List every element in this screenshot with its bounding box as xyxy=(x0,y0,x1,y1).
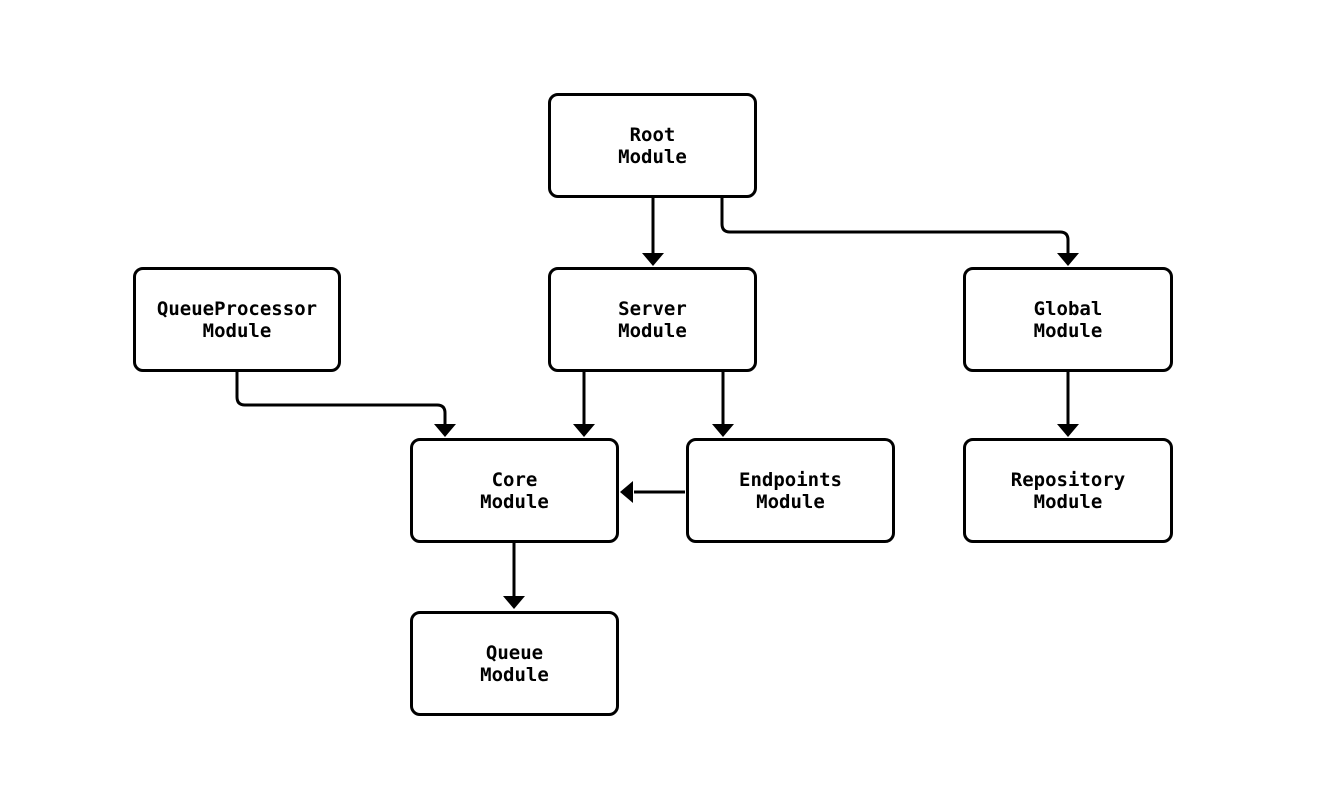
node-queue-module: Queue Module xyxy=(410,611,619,716)
node-queue-label-line2: Module xyxy=(480,663,549,686)
edge-root-to-global xyxy=(720,197,1070,254)
arrowhead-server-to-endpoints xyxy=(712,424,734,437)
arrowhead-core-to-queue xyxy=(503,596,525,609)
node-global-module: Global Module xyxy=(963,267,1173,372)
node-endpoints-label-line1: Endpoints xyxy=(739,468,842,491)
node-core-label-line2: Module xyxy=(480,490,549,513)
arrowhead-endpoints-to-core xyxy=(620,481,633,503)
node-queueprocessor-label-line2: Module xyxy=(202,319,272,342)
node-repository-label-line1: Repository xyxy=(1010,468,1126,491)
arrowhead-queueprocessor-to-core xyxy=(434,424,456,437)
arrowhead-root-to-server xyxy=(642,253,664,266)
node-global-label-line2: Module xyxy=(1033,319,1103,342)
node-server-label-line1: Server xyxy=(618,297,687,320)
node-server-label-line2: Module xyxy=(618,319,687,342)
arrowhead-server-to-core xyxy=(573,424,595,437)
node-root-module: Root Module xyxy=(548,93,757,198)
node-queueprocessor-module: QueueProcessor Module xyxy=(133,267,341,372)
node-server-module: Server Module xyxy=(548,267,757,372)
node-endpoints-module: Endpoints Module xyxy=(686,438,895,543)
node-endpoints-label-line2: Module xyxy=(756,490,825,513)
node-root-label-line1: Root xyxy=(629,123,676,146)
node-global-label-line1: Global xyxy=(1033,297,1103,320)
node-queue-label-line1: Queue xyxy=(485,641,544,664)
arrowhead-global-to-repository xyxy=(1057,424,1079,437)
node-repository-label-line2: Module xyxy=(1033,490,1103,513)
node-core-label-line1: Core xyxy=(491,468,538,491)
arrowhead-root-to-global xyxy=(1057,253,1079,266)
edge-queueprocessor-to-core xyxy=(235,371,447,425)
node-repository-module: Repository Module xyxy=(963,438,1173,543)
node-core-module: Core Module xyxy=(410,438,619,543)
node-queueprocessor-label-line1: QueueProcessor xyxy=(156,297,318,320)
node-root-label-line2: Module xyxy=(618,145,687,168)
